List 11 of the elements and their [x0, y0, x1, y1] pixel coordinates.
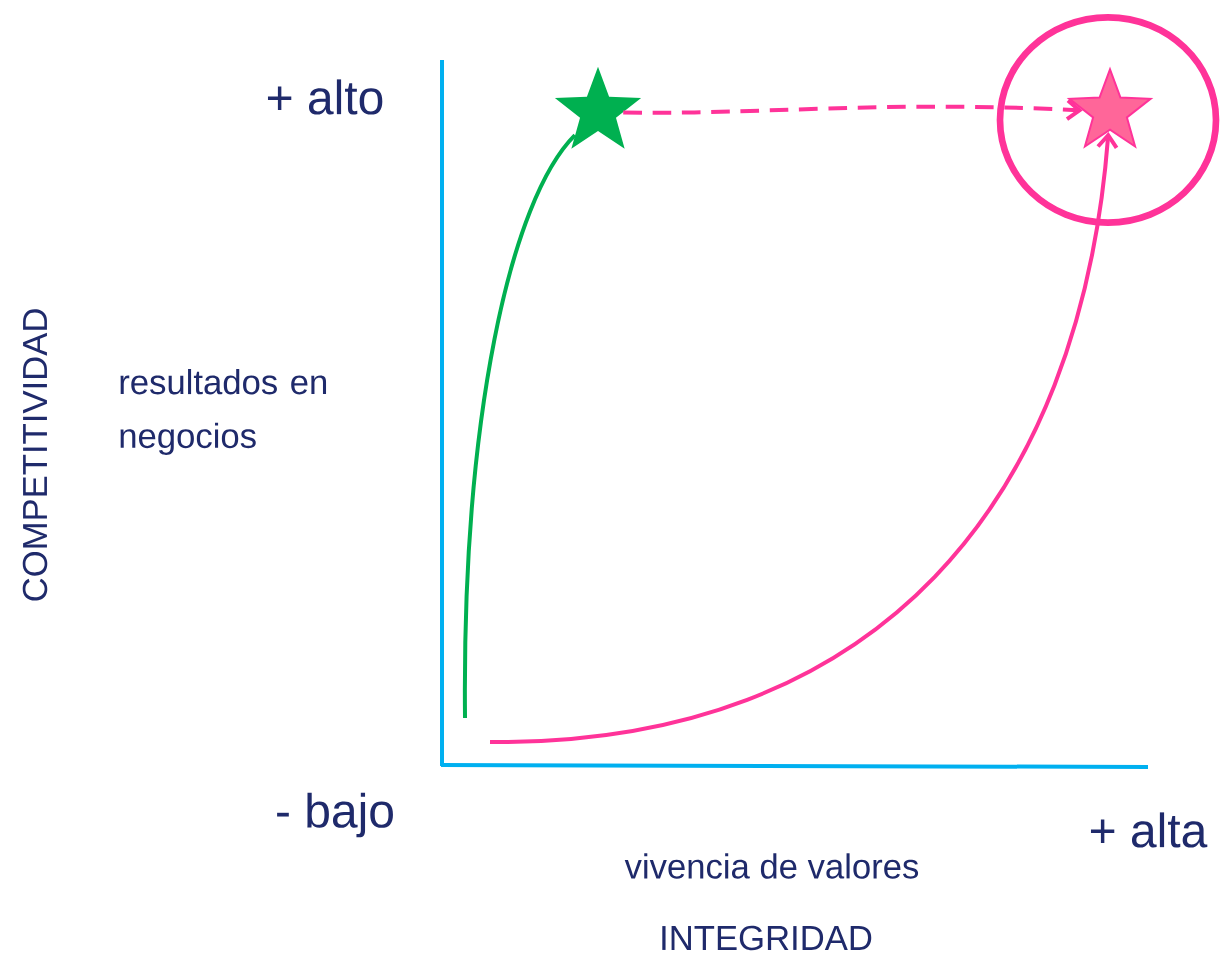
axis-description: vivencia de valores — [624, 853, 919, 879]
axis-label: - bajo — [277, 792, 393, 838]
axis-title: COMPETITIVIDAD — [22, 309, 48, 601]
axis-label: + alta — [1090, 812, 1208, 848]
axis-title: INTEGRIDAD — [662, 925, 872, 951]
arrow — [623, 98, 1083, 121]
star — [554, 66, 642, 149]
axis-label: + alto — [267, 79, 383, 115]
ring — [996, 14, 1220, 226]
axis-description: resultados en negocios — [120, 369, 327, 455]
arrow — [489, 132, 1119, 744]
